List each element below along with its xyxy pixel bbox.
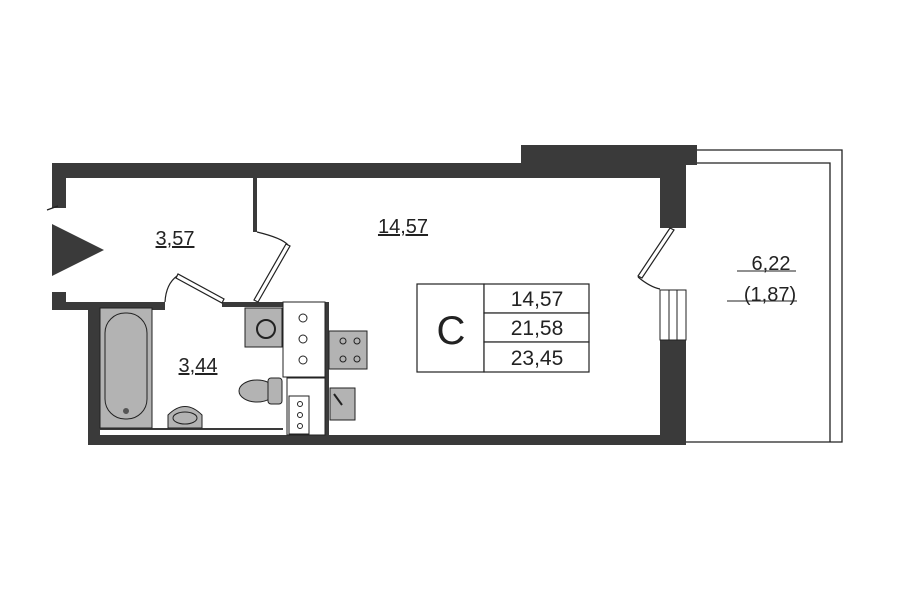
bathtub-icon bbox=[99, 307, 153, 429]
stove-icon bbox=[328, 330, 368, 370]
living-area-value: 14,57 bbox=[511, 288, 564, 311]
toilet-icon bbox=[238, 377, 283, 405]
total-area-value: 21,58 bbox=[511, 317, 564, 340]
window bbox=[659, 289, 687, 341]
bathroom-area-label: 3,44 bbox=[179, 355, 218, 377]
balcony-area-label: 6,22 bbox=[752, 253, 791, 275]
area-summary-table bbox=[416, 283, 590, 373]
doors bbox=[46, 205, 675, 304]
kitchen-counter bbox=[282, 301, 326, 436]
total-with-balcony-value: 23,45 bbox=[511, 347, 564, 370]
walls bbox=[52, 145, 697, 445]
balcony bbox=[686, 149, 843, 443]
kitchen-sink-icon bbox=[329, 387, 356, 421]
balcony-reduced-area-label: (1,87) bbox=[744, 284, 796, 306]
washbasin-icon bbox=[167, 406, 203, 429]
apartment-type-label: С bbox=[437, 309, 466, 353]
hallway-area-label: 3,57 bbox=[156, 228, 195, 250]
washing-machine-icon bbox=[244, 307, 283, 348]
entrance-arrow-icon bbox=[52, 224, 104, 276]
living-room-area-label: 14,57 bbox=[378, 216, 428, 238]
